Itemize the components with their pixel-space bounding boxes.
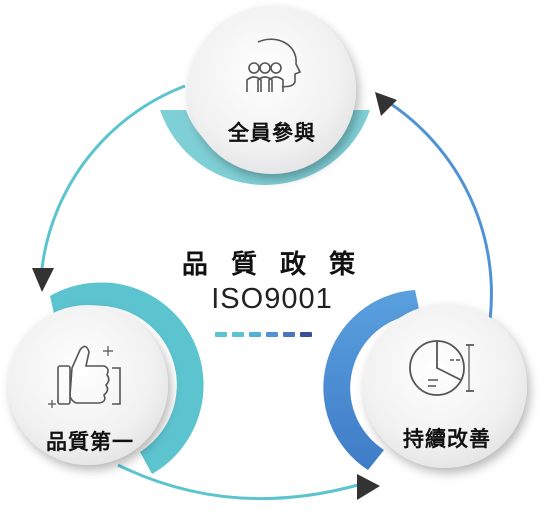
divider-dash	[249, 332, 261, 337]
right-node-rim	[323, 290, 420, 470]
center-subtitle: ISO9001	[211, 283, 333, 315]
divider-dash	[215, 332, 227, 337]
center-title: 品 質 政 策	[181, 250, 363, 280]
color-dash-divider	[215, 332, 312, 337]
arc-right-to-top	[387, 100, 493, 321]
left-node-rim	[50, 282, 204, 474]
node-label-quality-first: 品質第一	[46, 429, 134, 454]
arrowhead-bottom	[357, 474, 380, 500]
right-node-circle	[363, 304, 527, 468]
thumbs-up-icon	[48, 345, 121, 408]
arrowhead-top-right	[375, 92, 397, 116]
team-head-icon	[246, 38, 302, 92]
divider-dash	[266, 332, 278, 337]
node-label-participation: 全員參與	[228, 120, 316, 145]
divider-dash	[300, 332, 312, 337]
left-node-circle	[8, 305, 168, 465]
node-label-continuous-improvement: 持續改善	[403, 426, 491, 451]
arrowhead-left	[32, 268, 54, 292]
arc-top-to-left	[40, 84, 186, 269]
pie-chart-icon	[409, 340, 474, 396]
divider-dash	[232, 332, 244, 337]
arc-left-to-right	[117, 463, 359, 501]
top-node-rim	[160, 110, 370, 186]
divider-dash	[283, 332, 295, 337]
